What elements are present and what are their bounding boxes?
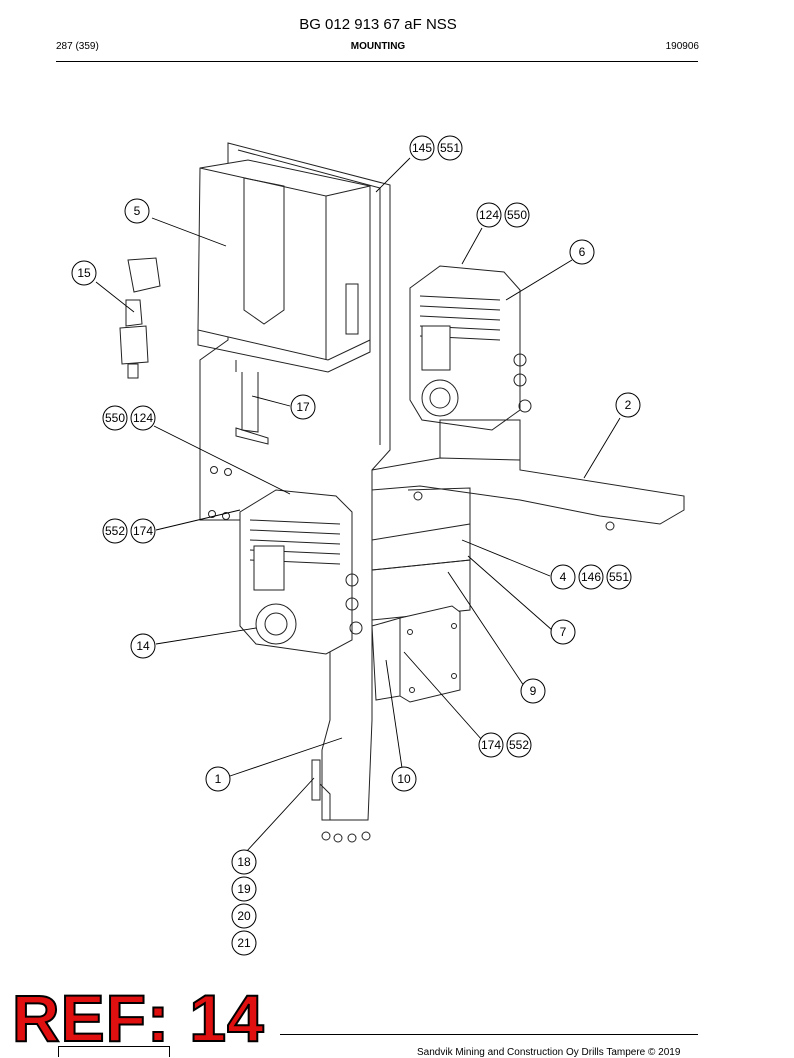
callout-1: 1 — [215, 772, 222, 786]
callout-21: 21 — [237, 936, 251, 950]
junction-screw-4 — [409, 687, 415, 693]
callout-15: 15 — [77, 266, 91, 280]
upper-drive-fan — [421, 379, 459, 417]
callout-550-b: 550 — [105, 411, 125, 425]
document-code: 190906 — [665, 41, 699, 52]
upper-drive-connector-2 — [513, 373, 527, 387]
enclosure-bottom — [197, 330, 371, 373]
section-title: MOUNTING — [350, 41, 406, 52]
base-bolt-3 — [347, 833, 357, 843]
base-bolt-4 — [361, 831, 371, 841]
junction-box-side — [371, 617, 401, 701]
valve-cylinder — [119, 325, 149, 365]
sandvik-logo — [58, 1046, 170, 1057]
valve-head — [127, 257, 161, 293]
enclosure-label-panel — [243, 177, 285, 325]
pipe-elbow — [235, 427, 269, 445]
upper-drive-fins — [419, 295, 501, 341]
lower-drive-fins — [249, 519, 341, 565]
callout-5: 5 — [134, 204, 141, 218]
upper-drive-display — [421, 325, 451, 371]
spacer-block-upper — [371, 523, 471, 571]
drawing-parts — [119, 142, 685, 843]
header-rule — [56, 61, 698, 62]
frame-bolt-1 — [210, 466, 218, 474]
spacer-block-lower — [371, 559, 471, 621]
lower-drive-connector-1 — [345, 573, 359, 587]
upper-drive-connector-3 — [518, 399, 532, 413]
lower-drive-display — [253, 545, 285, 591]
callout-174: 174 — [133, 524, 153, 538]
callout-19: 19 — [237, 882, 251, 896]
callout-balloons: 145 551 5 124 550 6 15 17 2 550 124 552 … — [71, 135, 641, 956]
pipe-fitting — [235, 360, 259, 433]
callout-174-b: 174 — [481, 738, 501, 752]
bracket-bolt-2 — [605, 521, 615, 531]
callout-9: 9 — [530, 684, 537, 698]
callout-124: 124 — [479, 208, 499, 222]
upper-drive-connector-1 — [513, 353, 527, 367]
ball-valve-body — [311, 759, 321, 801]
bracket-riser — [439, 419, 521, 460]
callout-14: 14 — [136, 639, 150, 653]
footer-rule — [280, 1034, 698, 1035]
document-title: BG 012 913 67 aF NSS — [299, 16, 457, 33]
base-bolt-1 — [321, 831, 331, 841]
callout-7: 7 — [560, 625, 567, 639]
valve-body — [125, 299, 143, 327]
callout-124-b: 124 — [133, 411, 153, 425]
callout-20: 20 — [237, 909, 251, 923]
junction-box — [399, 605, 461, 703]
callout-2: 2 — [625, 398, 632, 412]
valve-tip — [127, 363, 139, 379]
junction-screw-2 — [451, 673, 457, 679]
block-top-edge — [407, 487, 471, 524]
frame-bolt-2 — [224, 468, 232, 476]
horizontal-bracket — [371, 457, 685, 525]
callout-10: 10 — [397, 772, 411, 786]
callout-17: 17 — [296, 400, 310, 414]
enclosure-top-edge — [325, 185, 371, 197]
enclosure-window — [345, 283, 359, 335]
callout-551: 551 — [440, 141, 460, 155]
page-number: 287 (359) — [56, 41, 99, 52]
callout-146: 146 — [581, 570, 601, 584]
bracket-bolt-1 — [413, 491, 423, 501]
callout-552-b: 552 — [509, 738, 529, 752]
junction-screw-1 — [451, 623, 457, 629]
callout-6: 6 — [579, 245, 586, 259]
ref-stamp: REF: 14 — [11, 981, 265, 1055]
callout-145: 145 — [412, 141, 432, 155]
callout-552: 552 — [105, 524, 125, 538]
ball-valve-handle — [319, 783, 331, 820]
leader-lines — [95, 157, 621, 853]
frame-bolt-3 — [208, 510, 216, 518]
lower-drive-connector-3 — [349, 621, 363, 635]
callout-4: 4 — [560, 570, 567, 584]
callout-18: 18 — [237, 855, 251, 869]
lower-drive-connector-2 — [345, 597, 359, 611]
lower-drive-fan — [255, 603, 297, 645]
callout-550: 550 — [507, 208, 527, 222]
mounting-frame — [199, 142, 391, 821]
base-bolt-2 — [333, 833, 343, 843]
callout-551-b: 551 — [609, 570, 629, 584]
lower-drive-fan-hub — [264, 612, 288, 636]
junction-screw-3 — [407, 629, 413, 635]
frame-bolt-4 — [222, 512, 230, 520]
upper-drive-fan-hub — [429, 387, 451, 409]
